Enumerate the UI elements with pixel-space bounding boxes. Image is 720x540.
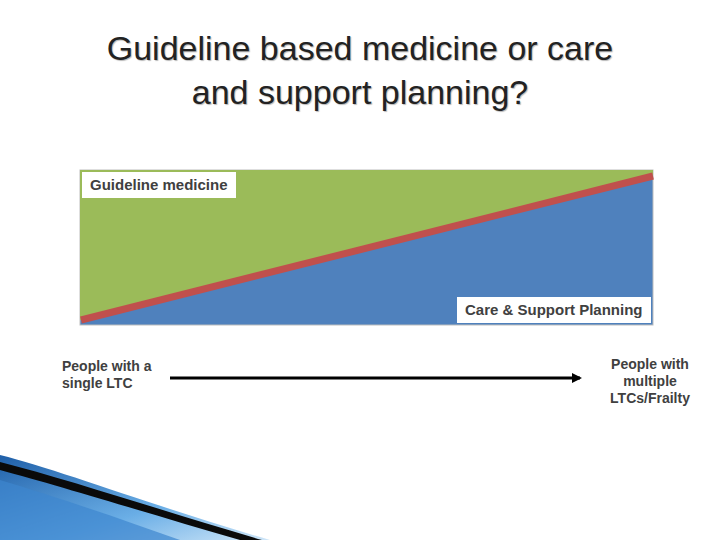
box-label: Guideline medicine	[90, 176, 228, 194]
decor-swoosh	[0, 455, 270, 540]
slide-title: Guideline based medicine or care and sup…	[90, 26, 630, 114]
care-region	[80, 170, 653, 325]
label-box: Guideline medicine	[82, 172, 236, 198]
axis-label: People with multiple LTCs/Frailty	[598, 356, 702, 407]
decor-stripe	[0, 462, 262, 540]
decor-swoosh	[0, 480, 180, 540]
axis-label: People with a single LTC	[62, 358, 174, 392]
progression-arrow	[170, 377, 580, 380]
label-box: Care & Support Planning	[457, 297, 651, 323]
box-label: Care & Support Planning	[465, 301, 643, 319]
